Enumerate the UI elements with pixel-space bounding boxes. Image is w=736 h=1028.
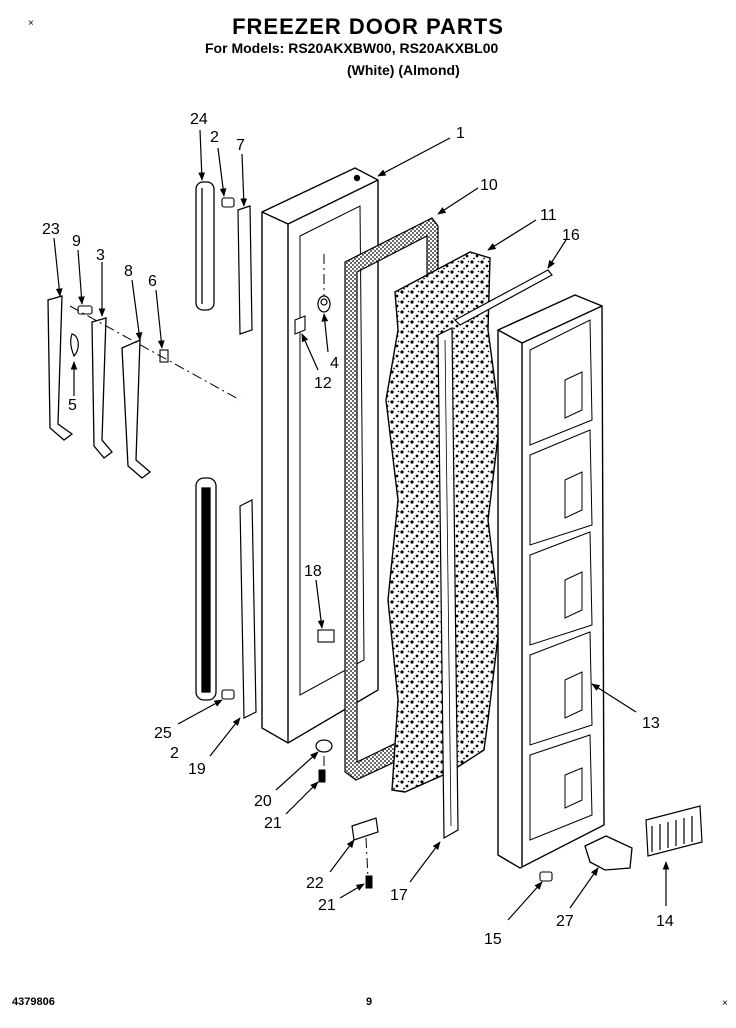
callout-21-upper: 21: [264, 815, 282, 832]
callout-11: 11: [540, 207, 557, 224]
callout-10: 10: [480, 177, 498, 194]
bracket-part-3: [91, 317, 113, 459]
callout-2-bottom: 2: [170, 745, 179, 762]
trim-strip-part-7: [237, 205, 253, 335]
callout-3: 3: [96, 247, 105, 264]
model-numbers: For Models: RS20AKXBW00, RS20AKXBL00: [205, 40, 499, 56]
screw-part-21-upper: [318, 769, 326, 783]
bottom-handle-part-25: [195, 477, 217, 701]
callout-19: 19: [188, 761, 206, 778]
callout-12: 12: [314, 375, 332, 392]
callout-13: 13: [642, 715, 660, 732]
callout-18: 18: [304, 563, 322, 580]
callout-15: 15: [484, 931, 502, 948]
callout-4: 4: [330, 355, 339, 372]
callout-21-lower: 21: [318, 897, 336, 914]
clip-part-5: [70, 333, 79, 358]
callout-6: 6: [148, 273, 157, 290]
top-cap-part-16: [454, 269, 553, 326]
bracket-part-27: [584, 835, 633, 871]
trim-strip-part-19: [239, 499, 257, 719]
callout-leaders: [53, 129, 670, 921]
callout-5: 5: [68, 397, 77, 414]
callout-8: 8: [124, 263, 133, 280]
grille-part-14: [645, 805, 703, 857]
callout-24: 24: [190, 111, 208, 128]
corner-mark-bottom-right: ×: [722, 998, 728, 1009]
inner-door-liner-part-13: [497, 294, 605, 869]
color-variants: (White) (Almond): [347, 62, 460, 78]
corner-mark-top-left: ×: [28, 18, 34, 29]
assembly-guide-lines: [69, 254, 369, 879]
callout-17: 17: [390, 887, 408, 904]
bracket-part-23: [47, 295, 74, 441]
callout-9: 9: [72, 233, 81, 250]
hinge-part-22: [351, 817, 379, 841]
top-handle-part-24: [195, 181, 215, 311]
callout-7: 7: [236, 137, 245, 154]
callout-2-top: 2: [210, 129, 219, 146]
side-strip-part-17: [437, 327, 459, 840]
screw-part-2-top: [221, 197, 235, 208]
callout-27: 27: [556, 913, 574, 930]
clip-part-18: [317, 629, 335, 643]
document-number: 4379806: [12, 996, 55, 1008]
page-title: FREEZER DOOR PARTS: [232, 14, 504, 39]
callout-20: 20: [254, 793, 272, 810]
clip-part-12: [294, 315, 306, 335]
page-number: 9: [366, 996, 373, 1008]
screw-part-2-bottom: [221, 689, 235, 700]
callout-14: 14: [656, 913, 674, 930]
callout-labels: 1 10 11 16 24 2 7 23 9 3 8 6 5 4 12 18 1…: [42, 111, 674, 948]
callout-1: 1: [456, 125, 465, 142]
callout-23: 23: [42, 221, 60, 238]
callout-16: 16: [562, 227, 580, 244]
bushing-part-4: [317, 295, 331, 313]
callout-25: 25: [154, 725, 172, 742]
bracket-part-8: [121, 338, 152, 479]
screw-part-15: [539, 871, 553, 882]
washer-part-20: [315, 739, 333, 753]
hardware-part-9: [77, 305, 93, 315]
screw-part-21-lower: [365, 875, 373, 889]
callout-22: 22: [306, 875, 324, 892]
